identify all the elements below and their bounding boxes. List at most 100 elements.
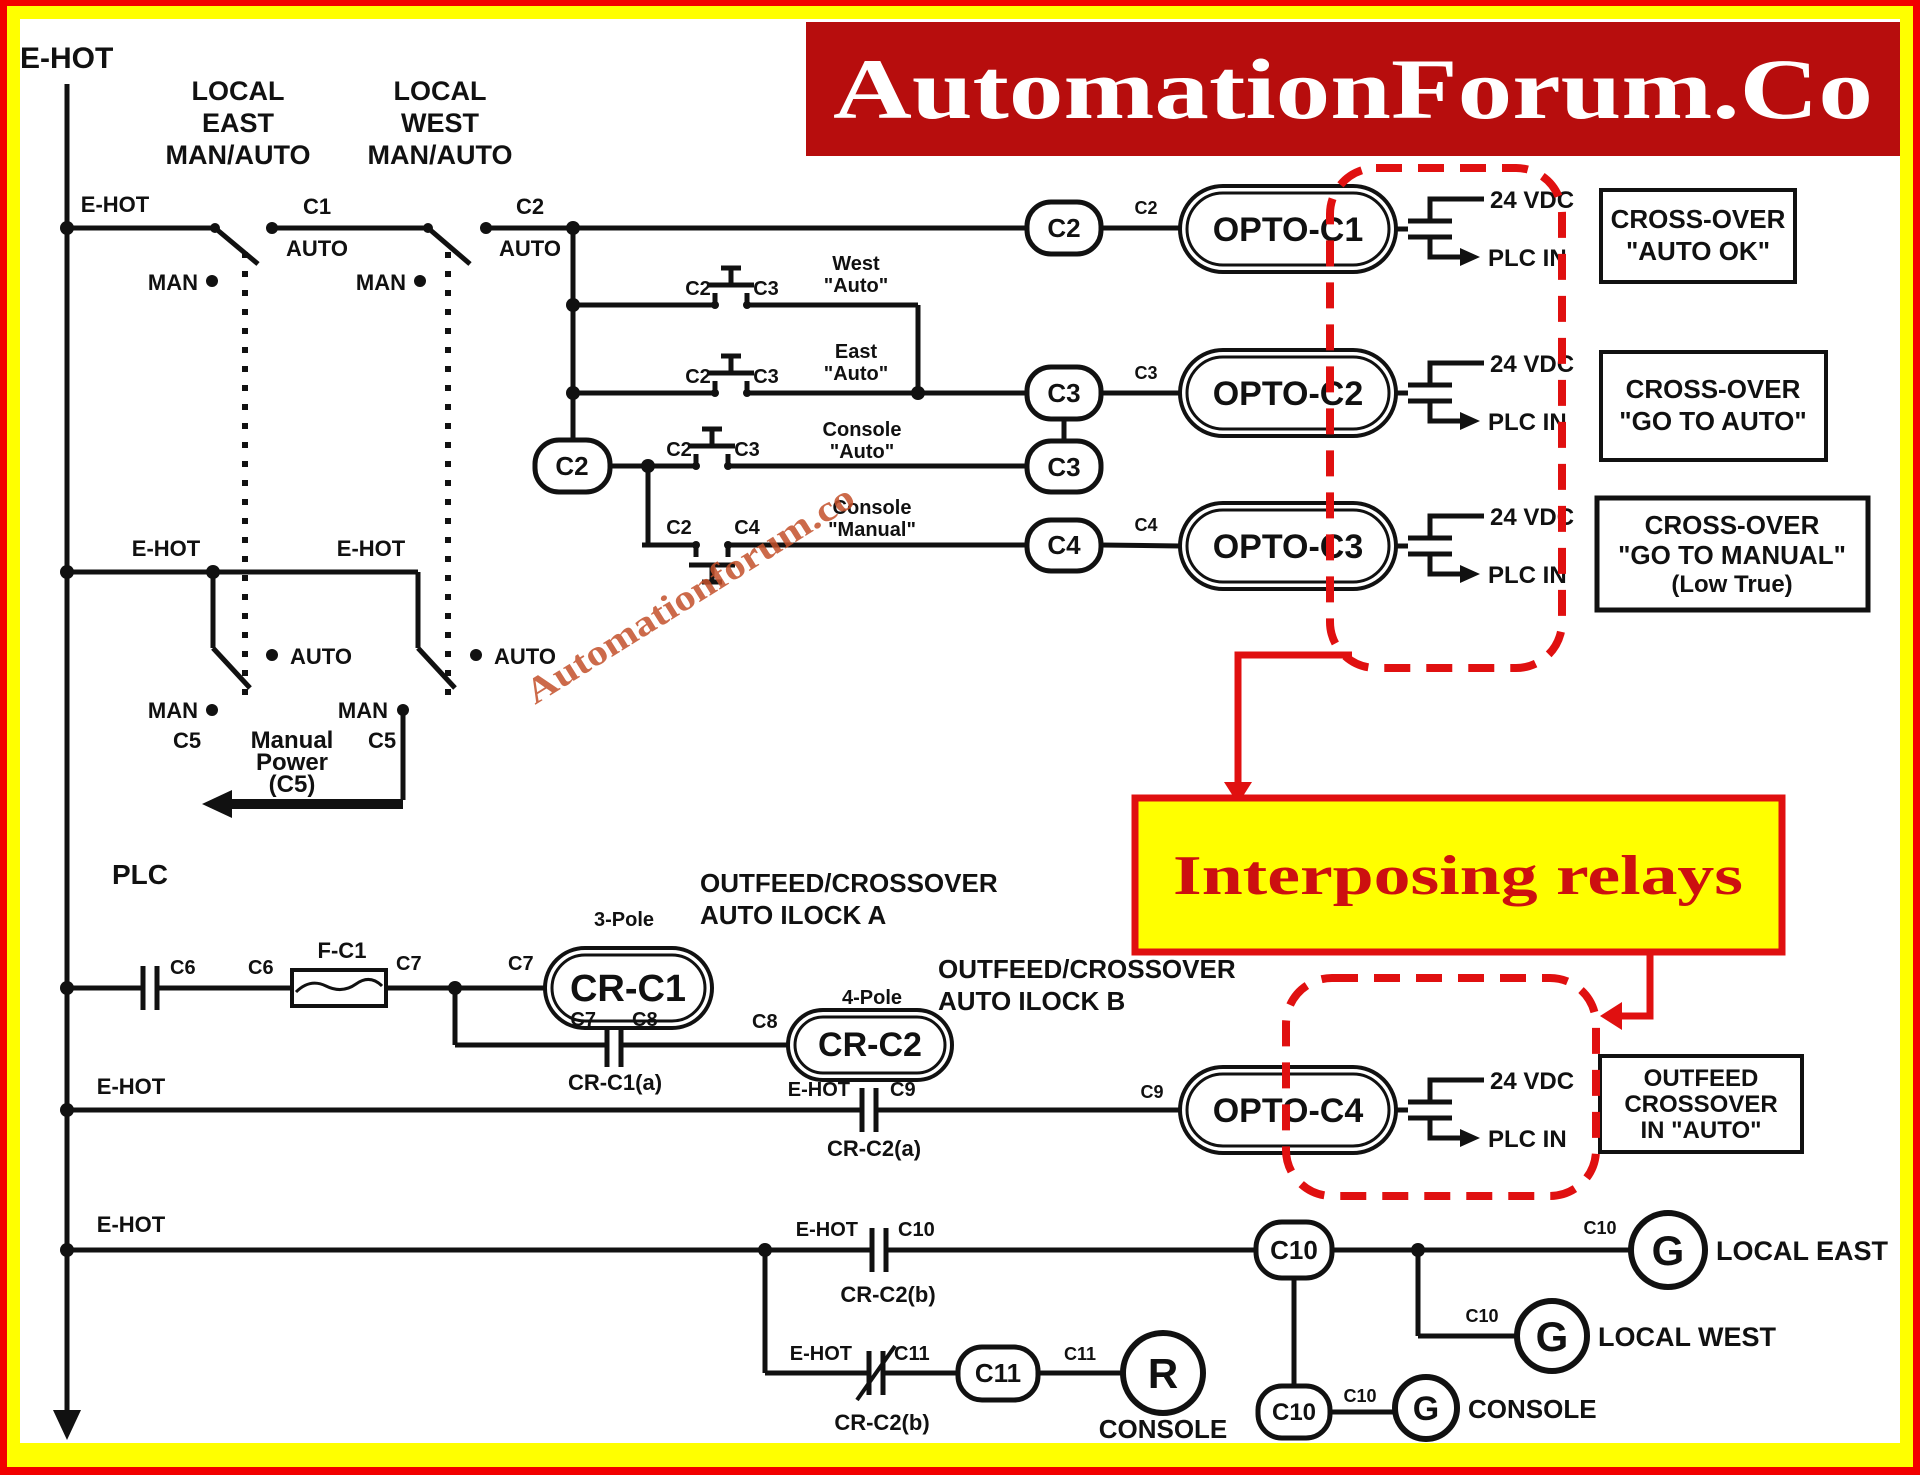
- c6-label-2: C6: [248, 957, 274, 979]
- local-east-line2: EAST: [202, 108, 275, 138]
- wire-c10-east: C10: [1583, 1218, 1616, 1238]
- dashed-relay-group-1: [1326, 164, 1566, 672]
- io-boxes: CROSS-OVER "AUTO OK" CROSS-OVER "GO TO A…: [1594, 188, 1871, 1154]
- crc1a-c7: C7: [570, 1009, 596, 1031]
- east-man-label: MAN: [148, 270, 198, 295]
- mp-ehot-1: E-HOT: [132, 536, 201, 561]
- pb2-name2: "Auto": [824, 363, 889, 385]
- local-east-line1: LOCAL: [192, 76, 285, 106]
- dashed-relay-group-2: [1282, 974, 1600, 1200]
- local-west-lamp-label: LOCAL WEST: [1598, 1322, 1776, 1352]
- pb3-left: C2: [666, 439, 692, 461]
- pb4-right: C4: [734, 517, 760, 539]
- mp-title-3: (C5): [269, 771, 316, 798]
- pb1-name2: "Auto": [824, 275, 889, 297]
- c7-label-2: C7: [508, 953, 534, 975]
- mp-c5-1: C5: [173, 728, 201, 753]
- box4-line2: CROSSOVER: [1624, 1091, 1777, 1118]
- mp-title-1: Manual: [251, 727, 334, 754]
- pb3-right: C3: [734, 439, 760, 461]
- box4-line3: IN "AUTO": [1641, 1117, 1762, 1144]
- wire-c10-west: C10: [1465, 1306, 1498, 1326]
- plcin-label-3: PLC IN: [1488, 562, 1567, 589]
- box3-line1: CROSS-OVER: [1645, 510, 1820, 540]
- pb4-name2: "Manual": [828, 519, 916, 541]
- crc2b2-ehot: E-HOT: [790, 1343, 852, 1365]
- lamp-g-console: G: [1413, 1390, 1439, 1428]
- crc2a-c9: C9: [890, 1079, 916, 1101]
- local-east-line3: MAN/AUTO: [166, 140, 311, 170]
- coil-c3b: C3: [1047, 452, 1080, 482]
- opto-c1: OPTO-C1: [1213, 211, 1364, 249]
- east-auto-label: AUTO: [286, 236, 348, 261]
- wire-c10-console: C10: [1343, 1386, 1376, 1406]
- coil-c3a: C3: [1047, 378, 1080, 408]
- c6-label-1: C6: [170, 957, 196, 979]
- relay-coils: C2 C2 C3 C3 C4: [532, 199, 1104, 574]
- c2-label: C2: [516, 194, 544, 219]
- coil-c10a: C10: [1270, 1235, 1318, 1265]
- box2-line2: "GO TO AUTO": [1619, 406, 1806, 436]
- pb1-right: C3: [753, 278, 779, 300]
- left-rail: [53, 84, 81, 1440]
- manual-power-section: E-HOT E-HOT AUTO AUTO MAN MAN C5 C5 Manu…: [60, 536, 556, 818]
- crc1a-c8: C8: [632, 1009, 658, 1031]
- plcin-label-1: PLC IN: [1488, 245, 1567, 272]
- box2-line1: CROSS-OVER: [1626, 374, 1801, 404]
- c7-label-1: C7: [396, 953, 422, 975]
- box3-line2: "GO TO MANUAL": [1618, 540, 1846, 570]
- plcin-label-2: PLC IN: [1488, 409, 1567, 436]
- local-west-line1: LOCAL: [394, 76, 487, 106]
- rung-ehot-a: E-HOT: [97, 1074, 166, 1099]
- selector-rung: E-HOT LOCAL EAST MAN/AUTO LOCAL WEST MAN…: [60, 76, 1027, 700]
- box4-line1: OUTFEED: [1644, 1065, 1759, 1092]
- coil-c11: C11: [975, 1358, 1021, 1388]
- opto-c2: OPTO-C2: [1213, 375, 1364, 413]
- coil-c2: C2: [1047, 213, 1080, 243]
- pb4-left: C2: [666, 517, 692, 539]
- lamp-rungs: E-HOT E-HOT C10 CR-C2(b) E-HOT C11 CR-C2…: [60, 1210, 1889, 1444]
- crc2b1-label: CR-C2(b): [840, 1282, 935, 1307]
- wire-c4-label: C4: [1134, 515, 1157, 535]
- mp-auto-2: AUTO: [494, 644, 556, 669]
- crc2b1-ehot: E-HOT: [796, 1219, 858, 1241]
- local-west-line2: WEST: [401, 108, 480, 138]
- mp-c5-2: C5: [368, 728, 396, 753]
- wire-c3-label: C3: [1134, 363, 1157, 383]
- lamp-g-west: G: [1536, 1313, 1569, 1360]
- rung-ehot-b: E-HOT: [97, 1212, 166, 1237]
- pb1-name1: West: [832, 253, 880, 275]
- mp-ehot-2: E-HOT: [337, 536, 406, 561]
- fuse-label: F-C1: [318, 938, 367, 963]
- crc2b2-c11: C11: [894, 1343, 930, 1365]
- c8-label-2: C8: [752, 1011, 778, 1033]
- interposing-relays-callout: Interposing relays: [1131, 794, 1786, 956]
- noteA-line1: OUTFEED/CROSSOVER: [700, 868, 998, 898]
- mp-auto-1: AUTO: [290, 644, 352, 669]
- plcin-label-4: PLC IN: [1488, 1126, 1567, 1153]
- rail-label: E-HOT: [20, 42, 113, 75]
- c1-label: C1: [303, 194, 331, 219]
- plc-rung: CR-C1 CR-C2 PLC C6 C6 F-C1 C7 C7 3-Pole …: [60, 859, 1236, 1095]
- noteB-line2: AUTO ILOCK B: [938, 986, 1125, 1016]
- coil-c10b: C10: [1272, 1399, 1316, 1426]
- brand-banner-title: AutomationForum.Co: [833, 41, 1873, 137]
- opto-c3: OPTO-C3: [1213, 528, 1364, 566]
- coil-c2-chain: C2: [555, 451, 588, 481]
- pushbutton-chain: C2 C3 West "Auto" C2 C3 East "Auto" C2 C…: [566, 228, 1067, 582]
- brand-banner: AutomationForum.Co: [806, 22, 1900, 156]
- opto-rows: C2 C3 C4 OPTO-C1 OPTO-C2 OPTO-C3 24 VDC …: [1100, 184, 1574, 591]
- pole3-label: 3-Pole: [594, 909, 654, 931]
- wire-c9-label: C9: [1140, 1082, 1163, 1102]
- box1-line2: "AUTO OK": [1626, 236, 1770, 266]
- vdc-label-4: 24 VDC: [1490, 1068, 1574, 1095]
- console-r-label: CONSOLE: [1099, 1414, 1228, 1444]
- crc2b2-label: CR-C2(b): [834, 1410, 929, 1435]
- crc2a-ehot: E-HOT: [788, 1079, 850, 1101]
- local-east-lamp-label: LOCAL EAST: [1716, 1236, 1889, 1266]
- pb4-name1: Console: [833, 497, 912, 519]
- mp-man-1: MAN: [148, 698, 198, 723]
- lamp-r-console: R: [1148, 1350, 1178, 1397]
- pole4-label: 4-Pole: [842, 987, 902, 1009]
